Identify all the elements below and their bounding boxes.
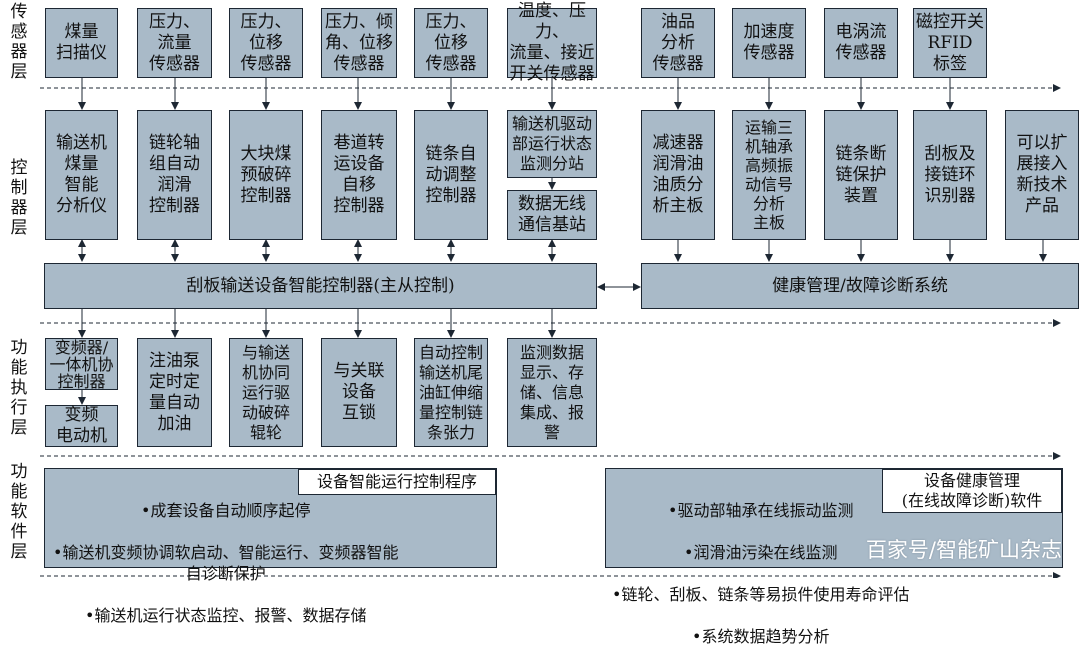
controller-box: 链轮轴 组自动 润滑 控制器	[137, 110, 212, 240]
executor-box: 与输送 机协同 运行驱 动破碎 辊轮	[229, 338, 303, 447]
sensor-box: 压力、 流量 传感器	[137, 8, 212, 78]
controller-box: 大块煤 预破碎 控制器	[229, 110, 303, 240]
sensor-box: 压力、 位移 传感器	[229, 8, 303, 78]
executor-box: 注油泵 定时定 量自动 加油	[137, 338, 212, 447]
sensor-box: 油品 分析 传感器	[641, 8, 715, 78]
software-left-item: •成套设备自动顺序起停	[141, 501, 311, 520]
controller-box: 巷道转 运设备 自移 控制器	[321, 110, 397, 240]
software-right-item: •驱动部轴承在线振动监测	[668, 501, 854, 520]
controller-box: 可以扩 展接入 新技术 产品	[1005, 110, 1079, 240]
sensor-box: 电涡流 传感器	[824, 8, 898, 78]
software-right-item: •润滑油污染在线监测	[684, 543, 838, 562]
executor-box: 与关联 设备 互锁	[321, 338, 397, 447]
software-right-title: 设备健康管理 (在线故障诊断)软件	[882, 469, 1062, 513]
controller-box: 减速器 润滑油 油质分 析主板	[641, 110, 715, 240]
controller-box: 链条自 动调整 控制器	[414, 110, 488, 240]
software-right-list: •驱动部轴承在线振动监测 •润滑油污染在线监测 •链轮、刮板、链条等易损件使用寿…	[612, 479, 909, 668]
controller-box: 输送机 煤量 智能 分析仪	[45, 110, 118, 240]
controller-box: 链条断 链保护 装置	[824, 110, 898, 240]
sensor-box: 煤量 扫描仪	[45, 8, 118, 78]
health-system-bar: 健康管理/故障诊断系统	[641, 263, 1079, 309]
wireless-station-box: 数据无线 通信基站	[507, 190, 597, 240]
executor-box: 自动控制 输送机尾 油缸伸缩 量控制链 条张力	[414, 338, 488, 447]
controller-box: 运输三 机轴承 高频振 动信号 分析 主板	[732, 110, 806, 240]
sensor-box: 加速度 传感器	[732, 8, 806, 78]
executor-box: 变频 电动机	[45, 405, 118, 447]
monitoring-substation-box: 输送机驱动 部运行状态 监测分站	[507, 110, 597, 178]
layer-label-function-software: 功 能 软 件 层	[10, 462, 28, 562]
main-controller-bar: 刮板输送设备智能控制器(主从控制)	[44, 263, 597, 309]
layer-label-sensor: 传 感 器 层	[10, 2, 28, 82]
software-right-item: •系统数据趋势分析	[692, 627, 830, 646]
layer-label-function-exec: 功 能 执 行 层	[10, 338, 28, 438]
watermark: 百家号/智能矿山杂志	[865, 538, 1062, 562]
sensor-box: 压力、倾 角、位移 传感器	[321, 8, 397, 78]
sensor-box: 温度、压力、 流量、接近 开关传感器	[507, 1, 597, 84]
executor-box: 变频器/ 一体机协 控制器	[45, 338, 118, 390]
software-left-item: •输送机运行状态监控、报警、数据存储	[85, 606, 367, 625]
executor-box: 监测数据 显示、存 储、信息 集成、报 警	[507, 338, 597, 447]
software-right-item: •链轮、刮板、链条等易损件使用寿命评估	[612, 585, 910, 604]
software-left-title: 设备智能运行控制程序	[298, 469, 496, 495]
controller-box: 刮板及 接链环 识别器	[913, 110, 987, 240]
sensor-box: 压力、 位移 传感器	[414, 8, 488, 78]
connector-lines	[40, 78, 1061, 578]
sensor-box: 磁控开关 RFID 标签	[913, 8, 987, 78]
software-left-list: •成套设备自动顺序起停 •输送机变频协调软启动、智能运行、变频器智能 自诊断保护…	[53, 479, 398, 647]
layer-label-controller: 控 制 器 层	[10, 158, 28, 238]
